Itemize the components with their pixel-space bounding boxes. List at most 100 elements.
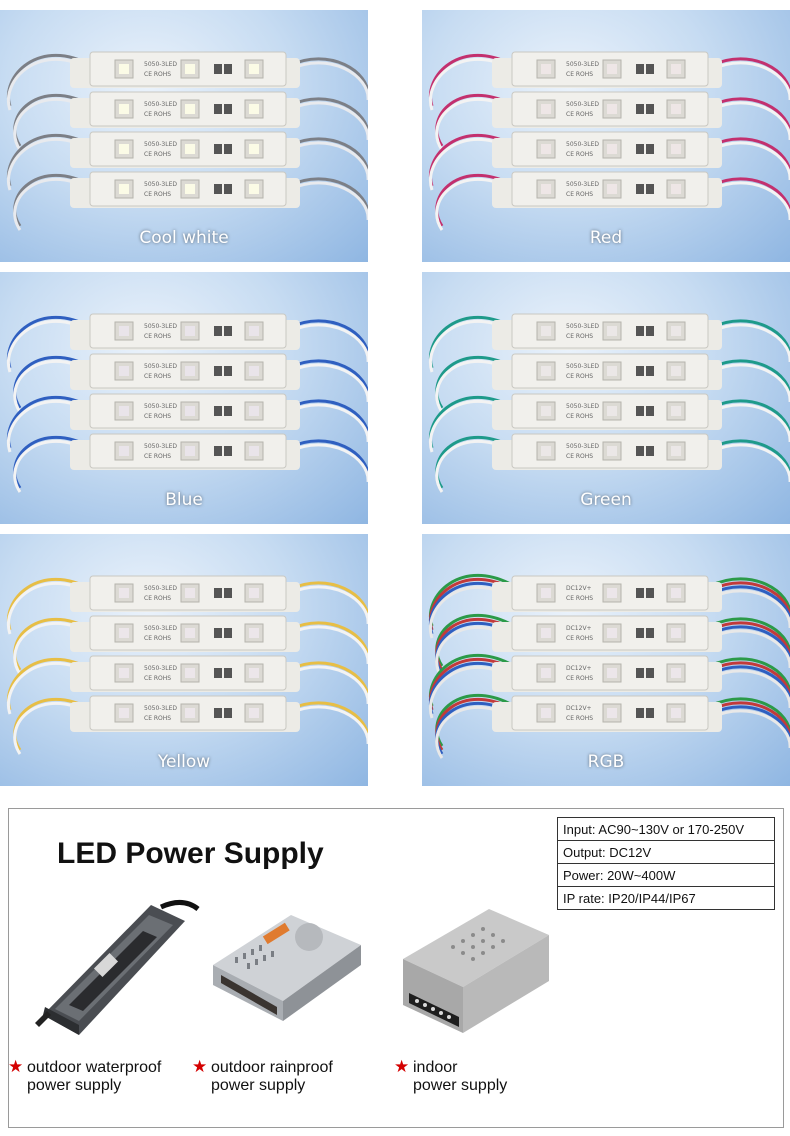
wire <box>709 141 790 181</box>
module-model-text: 5050-3LED <box>566 101 599 108</box>
wire <box>287 101 368 141</box>
resistor <box>646 104 654 114</box>
spec-row: Power: 20W~400W <box>557 863 775 887</box>
led-light <box>249 588 259 598</box>
led-light <box>249 628 259 638</box>
module-cert-text: CE ROHS <box>144 111 171 118</box>
led-light <box>607 104 617 114</box>
power-supply-title: LED Power Supply <box>57 837 324 870</box>
wire <box>709 181 790 221</box>
module-cert-text: CE ROHS <box>144 151 171 158</box>
resistor <box>636 326 644 336</box>
resistor <box>636 406 644 416</box>
led-light <box>119 326 129 336</box>
led-light <box>119 628 129 638</box>
led-light <box>185 406 195 416</box>
module-model-text: 5050-3LED <box>566 363 599 370</box>
wire <box>709 323 790 363</box>
led-light <box>119 104 129 114</box>
led-light <box>119 366 129 376</box>
photo-caption: Yellow <box>157 752 211 772</box>
wire <box>287 403 368 443</box>
indoor-power-supply-image <box>393 901 553 1046</box>
resistor <box>214 104 222 114</box>
resistor <box>636 668 644 678</box>
module-model-text: 5050-3LED <box>144 625 177 632</box>
module-cert-text: CE ROHS <box>566 373 593 380</box>
led-light <box>607 184 617 194</box>
module-cert-text: CE ROHS <box>144 373 171 380</box>
spec-ip-rate: IP rate: IP20/IP44/IP67 <box>557 886 775 910</box>
resistor <box>636 184 644 194</box>
led-light <box>119 406 129 416</box>
photo-caption: Green <box>580 490 632 510</box>
led-light <box>119 446 129 456</box>
product-label-line2: power supply <box>211 1077 306 1094</box>
led-light <box>541 144 551 154</box>
led-light <box>671 144 681 154</box>
led-light <box>185 446 195 456</box>
wire <box>287 141 368 181</box>
led-module-illustration: 5050-3LED CE ROHS 5050-3LED CE ROHS 5050-3LE… <box>429 313 790 493</box>
led-light <box>541 104 551 114</box>
resistor <box>224 184 232 194</box>
product-label-line1: outdoor waterproof <box>27 1059 162 1076</box>
module-model-text: 5050-3LED <box>566 181 599 188</box>
module-model-text: DC12V+ <box>566 625 592 632</box>
led-light <box>671 406 681 416</box>
spec-row: Input: AC90~130V or 170-250V <box>557 817 775 841</box>
led-light <box>185 366 195 376</box>
module-cert-text: CE ROHS <box>566 635 593 642</box>
resistor <box>636 64 644 74</box>
module-model-text: 5050-3LED <box>566 443 599 450</box>
product-label-indoor: ★ indoor power supply <box>394 1058 508 1095</box>
module-model-text: 5050-3LED <box>144 101 177 108</box>
led-light <box>119 184 129 194</box>
module-cert-text: CE ROHS <box>144 333 171 340</box>
module-model-text: 5050-3LED <box>144 443 177 450</box>
resistor <box>224 64 232 74</box>
wire <box>287 323 368 363</box>
led-light <box>185 64 195 74</box>
product-label-rainproof: ★ outdoor rainproof power supply <box>192 1058 333 1095</box>
resistor <box>636 588 644 598</box>
resistor <box>224 406 232 416</box>
led-light <box>249 708 259 718</box>
led-light <box>185 104 195 114</box>
led-light <box>119 708 129 718</box>
waterproof-power-supply-image <box>33 897 203 1042</box>
led-light <box>249 64 259 74</box>
resistor <box>636 144 644 154</box>
led-light <box>671 708 681 718</box>
led-light <box>671 326 681 336</box>
led-light <box>185 588 195 598</box>
module-model-text: 5050-3LED <box>566 403 599 410</box>
module-model-text: 5050-3LED <box>144 665 177 672</box>
photo-caption: Cool white <box>139 228 229 248</box>
spec-input: Input: AC90~130V or 170-250V <box>557 817 775 841</box>
led-light <box>119 668 129 678</box>
star-icon: ★ <box>394 1057 410 1076</box>
resistor <box>636 628 644 638</box>
resistor <box>646 144 654 154</box>
module-cert-text: CE ROHS <box>144 413 171 420</box>
module-cert-text: CE ROHS <box>566 111 593 118</box>
led-light <box>671 588 681 598</box>
product-label-line2: power supply <box>413 1077 508 1094</box>
module-cert-text: CE ROHS <box>144 675 171 682</box>
resistor <box>636 366 644 376</box>
wire <box>709 589 790 629</box>
resistor <box>214 406 222 416</box>
led-light <box>249 104 259 114</box>
resistor <box>224 628 232 638</box>
led-light <box>541 64 551 74</box>
module-cert-text: CE ROHS <box>566 413 593 420</box>
module-cert-text: CE ROHS <box>566 595 593 602</box>
resistor <box>646 628 654 638</box>
led-light <box>249 184 259 194</box>
led-light <box>671 184 681 194</box>
